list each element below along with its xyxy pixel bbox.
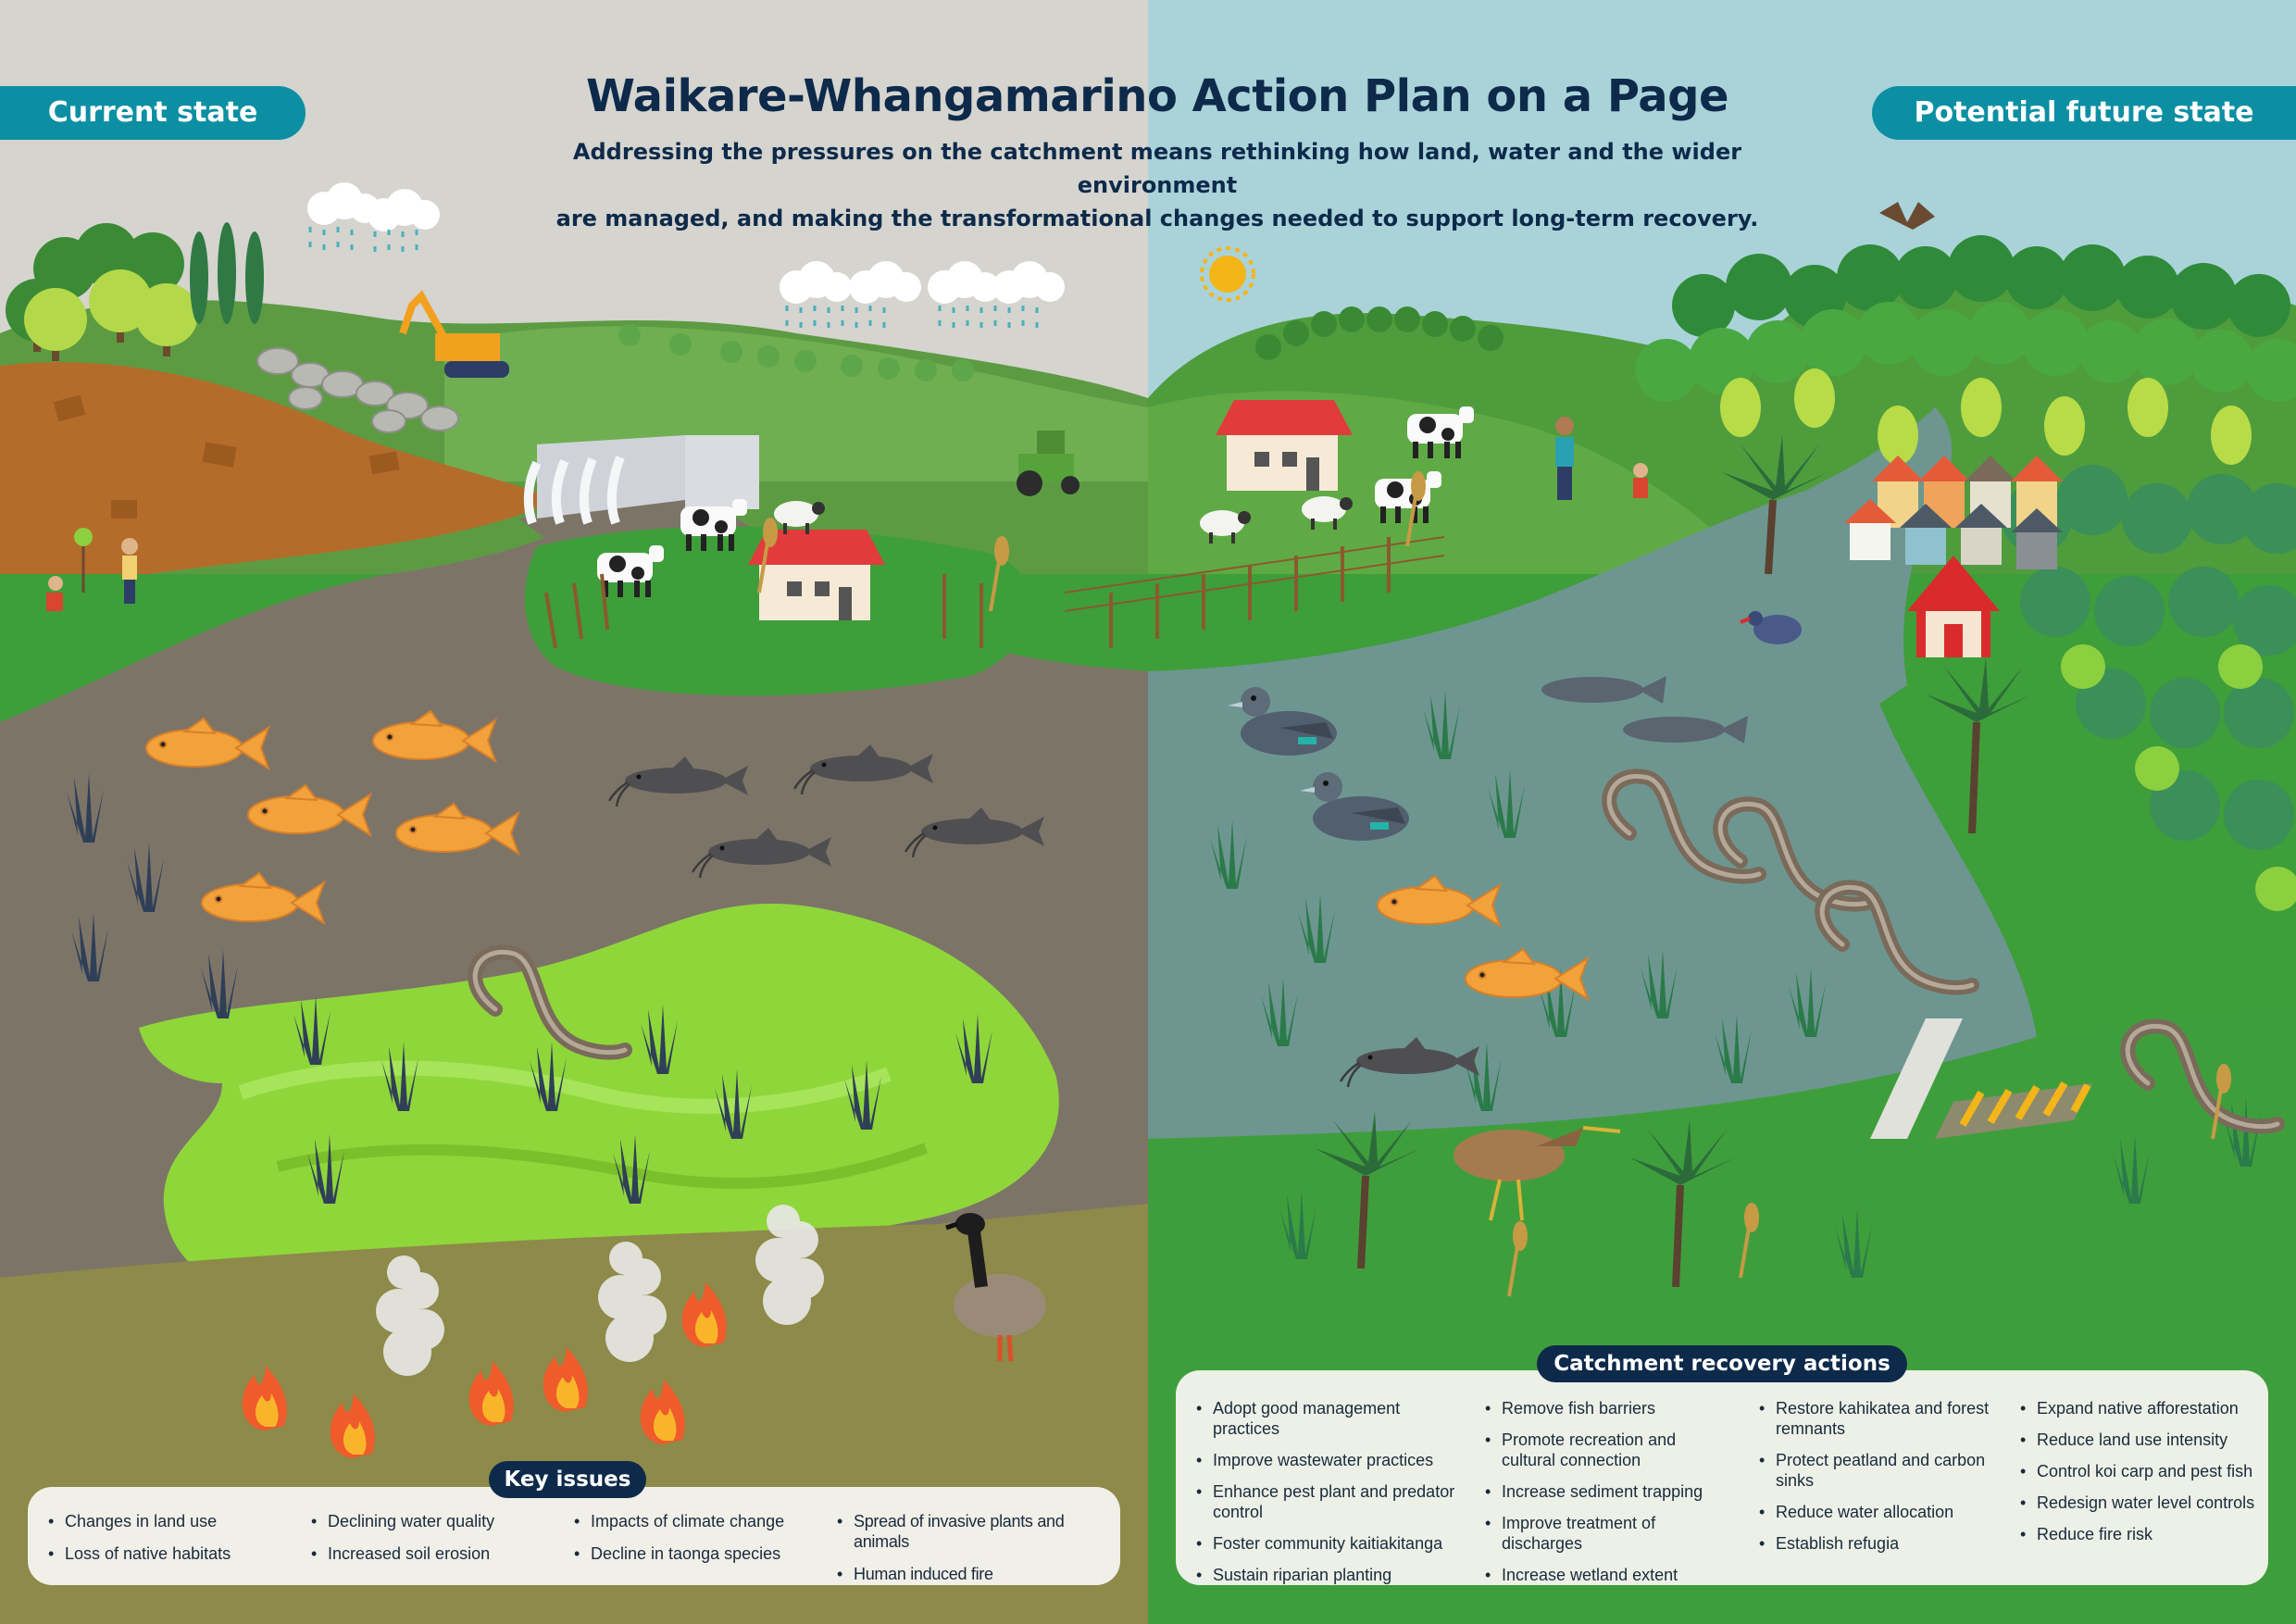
recovery-action-item: Expand native afforestation [2018, 1398, 2264, 1418]
dam-spillway [523, 435, 759, 525]
recovery-action-item: Improve treatment of discharges [1483, 1513, 1728, 1554]
recovery-actions-column: Adopt good management practices Improve … [1194, 1398, 1463, 1596]
key-issue-item: Human induced fire [835, 1564, 1113, 1584]
key-issue-item: Declining water quality [309, 1511, 559, 1531]
page-subtitle: Addressing the pressures on the catchmen… [555, 135, 1759, 235]
recovery-action-item: Redesign water level controls [2018, 1493, 2264, 1513]
future-state-tab: Potential future state [1872, 86, 2296, 140]
key-issue-item: Impacts of climate change [572, 1511, 822, 1531]
marae [1907, 556, 2000, 657]
rock-pile [256, 347, 459, 433]
recovery-action-item: Enhance pest plant and predator control [1194, 1481, 1463, 1522]
recovery-action-item: Increase sediment trapping [1483, 1481, 1728, 1502]
recovery-action-item: Sustain riparian planting [1194, 1565, 1463, 1585]
recovery-action-item: Adopt good management practices [1194, 1398, 1463, 1439]
page-title: Waikare-Whangamarino Action Plan on a Pa… [585, 70, 1729, 122]
key-issue-item: Changes in land use [46, 1511, 296, 1531]
recovery-action-item: Protect peatland and carbon sinks [1757, 1450, 1998, 1491]
key-issue-item: Decline in taonga species [572, 1543, 822, 1564]
recovery-action-item: Establish refugia [1757, 1533, 1998, 1554]
recovery-action-item: Reduce land use intensity [2018, 1430, 2264, 1450]
cabbage-trees [1315, 435, 2032, 1288]
key-issue-item: Increased soil erosion [309, 1543, 559, 1564]
town-houses [1844, 456, 2063, 569]
key-issues-title: Key issues [489, 1461, 646, 1498]
native-forest [1255, 235, 2296, 911]
recovery-action-item: Restore kahikatea and forest remnants [1757, 1398, 1998, 1439]
fish-pass [1870, 1018, 2092, 1139]
key-issues-column: Changes in land use Loss of native habit… [46, 1511, 296, 1576]
sun-icon [1200, 246, 1255, 302]
subtitle-line-1: Addressing the pressures on the catchmen… [572, 139, 1742, 198]
planters-left [46, 528, 138, 611]
recovery-action-item: Control koi carp and pest fish [2018, 1461, 2264, 1481]
fence [544, 536, 1445, 649]
recovery-actions-title: Catchment recovery actions [1537, 1345, 1907, 1382]
farmhouse-right [1216, 400, 1353, 491]
key-issue-item: Loss of native habitats [46, 1543, 296, 1564]
recovery-action-item: Foster community kaitiakitanga [1194, 1533, 1463, 1554]
excavator [399, 290, 509, 378]
hawk-icon [1879, 202, 1935, 230]
key-issues-column: Declining water quality Increased soil e… [309, 1511, 559, 1576]
bittern [1454, 1126, 1621, 1221]
recovery-action-item: Improve wastewater practices [1194, 1450, 1463, 1470]
key-issues-panel: Changes in land use Loss of native habit… [28, 1487, 1120, 1585]
canada-goose [945, 1213, 1046, 1362]
recovery-actions-column: Remove fish barriers Promote recreation … [1483, 1398, 1728, 1596]
key-issue-item: Spread of invasive plants and animals [835, 1511, 1113, 1552]
recovery-action-item: Remove fish barriers [1483, 1398, 1728, 1418]
recovery-actions-panel: Adopt good management practices Improve … [1176, 1370, 2268, 1585]
pukeko [1740, 611, 1802, 644]
native-fish [1541, 676, 1748, 743]
subtitle-line-2: are managed, and making the transformati… [555, 206, 1759, 231]
key-issues-column: Impacts of climate change Decline in tao… [572, 1511, 822, 1576]
raupo [757, 471, 2231, 1297]
recovery-action-item: Promote recreation and cultural connecti… [1483, 1430, 1728, 1470]
people-right [1555, 417, 1648, 500]
recovery-action-item: Reduce water allocation [1757, 1502, 1998, 1522]
key-issues-column: Spread of invasive plants and animals Hu… [835, 1511, 1113, 1596]
recovery-actions-column: Expand native afforestation Reduce land … [2018, 1398, 2264, 1555]
rain-clouds [307, 182, 1065, 304]
tractor [1017, 431, 1079, 496]
recovery-actions-column: Restore kahikatea and forest remnants Pr… [1757, 1398, 1998, 1565]
current-state-tab: Current state [0, 86, 306, 140]
recovery-action-item: Increase wetland extent [1483, 1565, 1728, 1585]
recovery-action-item: Reduce fire risk [2018, 1524, 2264, 1544]
